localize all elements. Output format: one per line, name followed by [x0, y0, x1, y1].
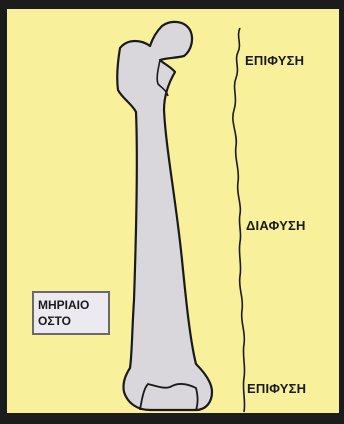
label-epiphysis-bottom: ΕΠΙΦΥΣΗ — [247, 381, 306, 396]
label-diaphysis: ΔΙΑΦΥΣΗ — [246, 218, 306, 233]
femur-bone — [117, 22, 212, 410]
divider-line — [233, 28, 245, 412]
label-epiphysis-top: ΕΠΙΦΥΣΗ — [245, 53, 304, 68]
bone-name-line2: ΟΣΤΟ — [38, 313, 108, 329]
bone-name-line1: ΜΗΡΙΑΙΟ — [38, 297, 108, 313]
bone-name-box: ΜΗΡΙΑΙΟ ΟΣΤΟ — [32, 291, 110, 335]
